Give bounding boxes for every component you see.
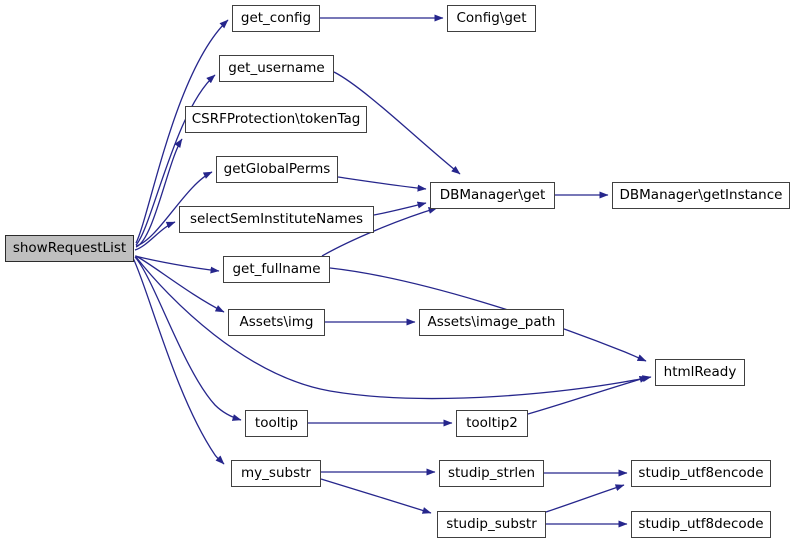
edge-get_fullname-to-htmlReady [329, 267, 647, 362]
node-htmlReady[interactable]: htmlReady [655, 359, 745, 386]
node-label: studip_utf8encode [638, 464, 764, 481]
edge-showRequestList-to-tooltip [134, 256, 242, 421]
node-selectSemInstituteNames[interactable]: selectSemInstituteNames [179, 206, 374, 233]
node-label: htmlReady [663, 363, 737, 380]
edge-showRequestList-to-get_fullname [134, 255, 220, 274]
node-label: get_fullname [232, 260, 321, 277]
edge-my_substr-to-studip_substr [320, 478, 432, 514]
node-label: studip_utf8decode [638, 515, 764, 532]
edge-studip_substr-to-studip_utf8encode [545, 484, 625, 513]
node-my_substr[interactable]: my_substr [231, 460, 321, 487]
node-label: Assets\img [239, 313, 314, 330]
node-get_config[interactable]: get_config [232, 5, 320, 32]
node-label: my_substr [241, 464, 311, 481]
node-label: Assets\image_path [427, 313, 556, 330]
node-DBManager_getInstance[interactable]: DBManager\getInstance [612, 182, 790, 209]
node-get_username[interactable]: get_username [219, 55, 334, 82]
node-studip_substr[interactable]: studip_substr [437, 511, 546, 538]
node-label: CSRFProtection\tokenTag [191, 110, 361, 127]
node-label: tooltip2 [466, 414, 518, 431]
edge-showRequestList-to-htmlReady [135, 256, 652, 400]
node-label: studip_substr [446, 515, 537, 532]
node-label: get_username [228, 59, 325, 76]
edge-get_fullname-to-DBManager_get [321, 207, 438, 257]
edge-showRequestList-to-get_config [135, 19, 229, 244]
node-label: studip_strlen [447, 464, 535, 481]
node-studip_utf8decode[interactable]: studip_utf8decode [631, 511, 771, 538]
node-label: Config\get [456, 9, 527, 26]
node-Assets_image_path[interactable]: Assets\image_path [419, 309, 564, 336]
node-Config_get[interactable]: Config\get [447, 5, 536, 32]
node-showRequestList[interactable]: showRequestList [5, 235, 134, 262]
node-tooltip2[interactable]: tooltip2 [456, 410, 528, 437]
node-getGlobalPerms[interactable]: getGlobalPerms [216, 156, 338, 183]
edge-getGlobalPerms-to-DBManager_get [337, 176, 427, 192]
node-label: getGlobalPerms [223, 160, 331, 177]
node-tooltip[interactable]: tooltip [245, 410, 308, 437]
edges-group [132, 14, 652, 528]
edge-tooltip2-to-htmlReady [527, 376, 649, 415]
node-label: get_config [240, 9, 312, 26]
edge-selectSemInstituteNames-to-DBManager_get [373, 201, 427, 216]
edge-showRequestList-to-Assets_img [135, 255, 225, 313]
node-get_fullname[interactable]: get_fullname [223, 256, 330, 283]
node-label: selectSemInstituteNames [189, 210, 364, 227]
node-label: showRequestList [12, 239, 127, 256]
node-studip_utf8encode[interactable]: studip_utf8encode [631, 460, 771, 487]
node-CSRFProtection_tokenTag[interactable]: CSRFProtection\tokenTag [185, 106, 367, 133]
node-DBManager_get[interactable]: DBManager\get [430, 182, 555, 209]
edge-showRequestList-to-get_username [135, 74, 216, 246]
edge-get_username-to-DBManager_get [333, 71, 461, 175]
edge-showRequestList-to-my_substr [132, 257, 225, 465]
node-label: DBManager\get [439, 186, 546, 203]
edge-showRequestList-to-getGlobalPerms [135, 171, 213, 247]
edge-showRequestList-to-selectSemInstituteNames [134, 221, 176, 251]
node-label: tooltip [254, 414, 299, 431]
node-studip_strlen[interactable]: studip_strlen [439, 460, 544, 487]
node-label: DBManager\getInstance [619, 186, 783, 203]
edge-showRequestList-to-CSRFProtection_tokenTag [135, 138, 183, 248]
node-Assets_img[interactable]: Assets\img [228, 309, 325, 336]
